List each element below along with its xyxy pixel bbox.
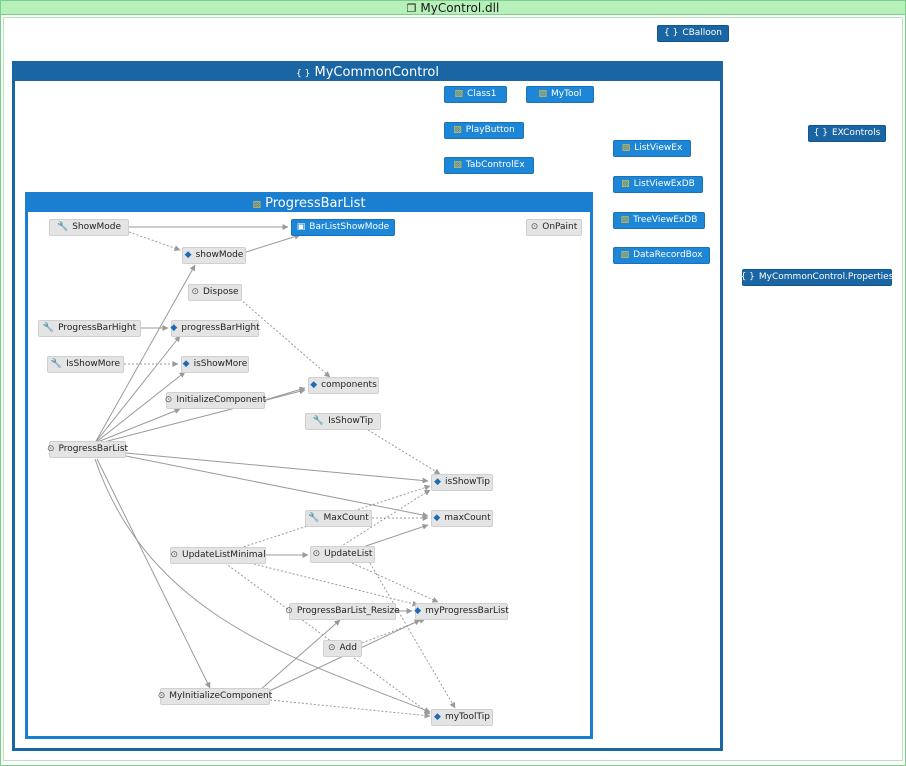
class-icon: ▧ — [453, 125, 462, 135]
member-initializecomponent-method[interactable]: ⊙ InitializeComponent — [164, 392, 266, 409]
namespace-group-header[interactable]: { } MyCommonControl — [15, 64, 720, 81]
field-icon: ◆ — [433, 513, 441, 523]
member-onpaint-method[interactable]: ⊙ OnPaint — [526, 219, 582, 236]
namespace-icon: { } — [813, 128, 828, 138]
member-dispose-method[interactable]: ⊙ Dispose — [188, 284, 242, 301]
wrench-icon: 🔧 — [56, 222, 69, 232]
wrench-icon: 🔧 — [50, 359, 63, 369]
method-icon: ⊙ — [191, 287, 199, 297]
enum-icon: ▣ — [296, 222, 306, 232]
method-icon: ⊙ — [170, 550, 178, 560]
field-icon: ◆ — [434, 477, 441, 487]
member-progressbarhight-field[interactable]: ◆ progressBarHight — [170, 320, 260, 337]
member-myinitializecomponent-method[interactable]: ⊙ MyInitializeComponent — [157, 688, 272, 705]
member-isshowtip-field[interactable]: ◆ isShowTip — [431, 474, 493, 491]
namespace-group-title: MyCommonControl — [314, 65, 439, 80]
member-isshowtip-property[interactable]: 🔧 IsShowTip — [305, 413, 381, 430]
wrench-icon: 🔧 — [312, 416, 325, 426]
class-class1[interactable]: ▧ Class1 — [444, 86, 507, 103]
field-icon: ◆ — [434, 712, 441, 722]
member-maxcount-property[interactable]: 🔧 MaxCount — [305, 510, 372, 527]
wrench-icon: 🔧 — [308, 513, 320, 523]
member-mytooltip-field[interactable]: ◆ myToolTip — [431, 709, 493, 726]
method-icon: ⊙ — [164, 395, 173, 405]
field-icon: ◆ — [182, 359, 190, 369]
member-updatelistminimal-method[interactable]: ⊙ UpdateListMinimal — [170, 547, 266, 564]
class-icon: ▧ — [252, 200, 261, 210]
class-icon: ▧ — [621, 143, 631, 153]
member-updatelist-method[interactable]: ⊙ UpdateList — [310, 546, 375, 563]
member-add-method[interactable]: ⊙ Add — [323, 640, 362, 657]
member-progressbarhight-property[interactable]: 🔧 ProgressBarHight — [38, 320, 141, 337]
class-listviewexdb[interactable]: ▧ ListViewExDB — [613, 176, 703, 193]
class-treeviewexdb[interactable]: ▧ TreeViewExDB — [613, 212, 705, 229]
namespace-cballoon[interactable]: { } CBalloon — [657, 25, 729, 42]
namespace-excontrols[interactable]: { } EXControls — [808, 125, 886, 142]
class-icon: ▧ — [621, 179, 630, 189]
assembly-title-bar[interactable]: ❐ MyControl.dll — [1, 1, 905, 15]
class-group-title: ProgressBarList — [265, 196, 366, 211]
member-isshowmore-property[interactable]: 🔧 IsShowMore — [47, 356, 124, 373]
class-icon: ▧ — [454, 89, 464, 99]
class-icon: ▧ — [453, 160, 462, 170]
member-progressbarlist-resize-method[interactable]: ⊙ ProgressBarList_Resize — [285, 603, 400, 620]
method-icon: ⊙ — [312, 549, 321, 559]
member-isshowmore-field[interactable]: ◆ isShowMore — [181, 356, 249, 373]
field-icon: ◆ — [170, 323, 178, 333]
namespace-icon: { } — [296, 69, 311, 79]
class-listviewex[interactable]: ▧ ListViewEx — [613, 140, 691, 157]
method-icon: ⊙ — [328, 643, 336, 653]
member-showmode-property[interactable]: 🔧 ShowMode — [49, 219, 129, 236]
member-myprogressbarlist-field[interactable]: ◆ myProgressBarList — [414, 603, 509, 620]
namespace-icon: { } — [740, 272, 755, 282]
member-progressbarlist-constructor[interactable]: ⊙ ProgressBarList — [46, 441, 128, 458]
field-icon: ◆ — [310, 380, 318, 390]
field-icon: ◆ — [414, 606, 422, 616]
field-icon: ◆ — [184, 250, 192, 260]
namespace-mycommoncontrol-properties[interactable]: { } MyCommonControl.Properties — [740, 269, 893, 286]
method-icon: ⊙ — [530, 222, 539, 232]
member-barlistshowmode-enum[interactable]: ▣ BarListShowMode — [291, 219, 395, 236]
assembly-content-area — [3, 17, 903, 761]
namespace-icon: { } — [663, 28, 679, 38]
class-icon: ▧ — [620, 215, 630, 225]
class-icon: ▧ — [538, 89, 547, 99]
class-mytool[interactable]: ▧ MyTool — [526, 86, 594, 103]
class-tabcontrolex[interactable]: ▧ TabControlEx — [444, 157, 534, 174]
class-playbutton[interactable]: ▧ PlayButton — [444, 122, 524, 139]
wrench-icon: 🔧 — [42, 323, 55, 333]
method-icon: ⊙ — [285, 606, 293, 616]
assembly-title: MyControl.dll — [420, 1, 500, 15]
member-components-field[interactable]: ◆ components — [308, 377, 379, 394]
method-icon: ⊙ — [157, 691, 166, 701]
class-group-header[interactable]: ▧ ProgressBarList — [28, 195, 590, 212]
method-icon: ⊙ — [46, 444, 55, 454]
member-showmode-field[interactable]: ◆ showMode — [182, 247, 246, 264]
class-icon: ▧ — [620, 250, 630, 260]
member-maxcount-field[interactable]: ◆ maxCount — [431, 510, 493, 527]
assembly-icon: ❐ — [406, 2, 417, 15]
class-group-progressbarlist[interactable]: ▧ ProgressBarList — [25, 192, 593, 739]
class-datarecordbox[interactable]: ▧ DataRecordBox — [613, 247, 710, 264]
